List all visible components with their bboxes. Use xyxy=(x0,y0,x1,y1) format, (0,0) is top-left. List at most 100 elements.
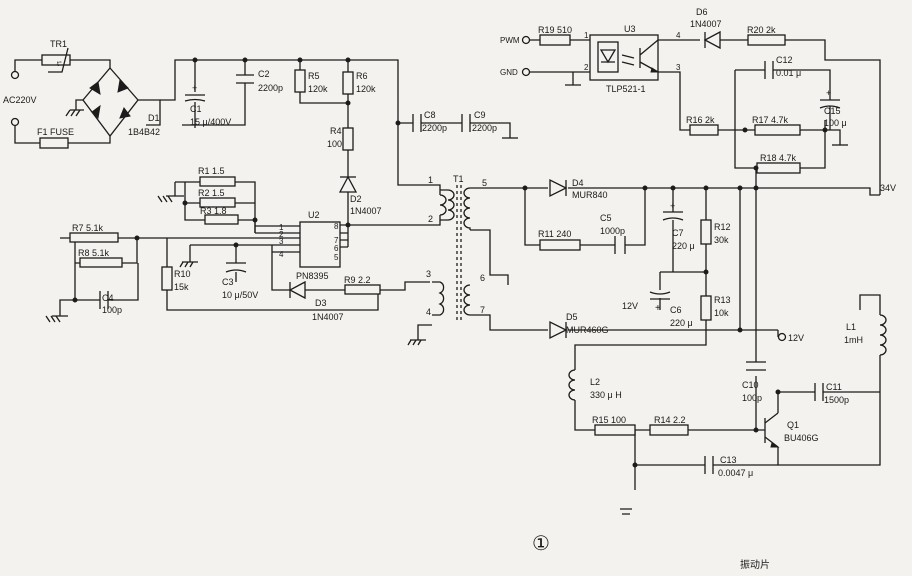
label-r16: R16 2k xyxy=(686,115,715,125)
label-l2-value: 330 μ H xyxy=(590,390,622,400)
ac-terminal-top xyxy=(10,70,20,80)
label-c9: C9 xyxy=(474,110,486,120)
label-c11-value: 1500p xyxy=(824,395,849,405)
label-12v-a: 12V xyxy=(622,301,638,311)
label-r7: R7 5.1k xyxy=(72,223,104,233)
label-q1-value: BU406G xyxy=(784,433,819,443)
resistor-r8 xyxy=(79,257,123,268)
label-c12-value: 0.01 μ xyxy=(776,68,801,78)
label-u3-pin2: 2 xyxy=(584,63,589,72)
label-u2-pin2: 2 xyxy=(279,230,284,239)
label-c1: C1 xyxy=(190,104,202,114)
label-l1-value: 1mH xyxy=(844,335,863,345)
resistor-r13 xyxy=(700,295,712,321)
label-r6-value: 120k xyxy=(356,84,376,94)
label-r3: R3 1.8 xyxy=(200,206,227,216)
label-r10-value: 15k xyxy=(174,282,189,292)
label-u3: U3 xyxy=(624,24,636,34)
resistor-r4 xyxy=(342,127,354,151)
label-r11: R11 240 xyxy=(538,229,571,239)
inductor-l2 xyxy=(568,369,576,401)
label-c4-value: 100p xyxy=(102,305,122,315)
label-d4-value: MUR840 xyxy=(572,190,608,200)
label-r4-value: 100 xyxy=(327,139,342,149)
label-winding-1: 1 xyxy=(428,175,433,185)
label-d6-value: 1N4007 xyxy=(690,19,722,29)
label-c12: C12 xyxy=(776,55,793,65)
label-c8-value: 2200p xyxy=(422,123,447,133)
label-u2-pin8: 8 xyxy=(334,222,339,231)
label-c10: C10 xyxy=(742,380,759,390)
label-d3: D3 xyxy=(315,298,327,308)
transformer-t1 xyxy=(432,185,471,320)
transistor-q1 xyxy=(760,412,780,448)
capacitor-c3 xyxy=(225,262,247,273)
label-r12: R12 xyxy=(714,222,731,232)
thermistor-tr1 xyxy=(41,47,71,73)
label-d4: D4 xyxy=(572,178,584,188)
bridge-rectifier-d1 xyxy=(82,67,139,138)
label-c3-value: 10 μ/50V xyxy=(222,290,258,300)
label-u2: U2 xyxy=(308,210,320,220)
resistor-r10 xyxy=(161,266,173,291)
resistor-r6 xyxy=(342,71,354,95)
ac-terminal-bottom xyxy=(10,117,20,127)
label-34v: 34V xyxy=(880,183,896,193)
resistor-r2 xyxy=(199,197,236,208)
resistor-r3 xyxy=(204,214,239,225)
resistor-r15 xyxy=(594,424,636,436)
label-c5: C5 xyxy=(600,213,612,223)
fuse-f1 xyxy=(39,137,69,149)
label-u3-value: TLP521-1 xyxy=(606,84,646,94)
capacitor-c13 xyxy=(704,456,714,474)
junction-dots xyxy=(72,57,828,468)
label-winding-4: 4 xyxy=(426,307,431,317)
label-winding-5: 5 xyxy=(482,178,487,188)
diode-d6 xyxy=(703,30,721,50)
label-u3-pin1: 1 xyxy=(584,31,589,40)
capacitor-c2 xyxy=(236,74,254,84)
label-tr1-temp: t° xyxy=(57,60,62,68)
resistor-r16 xyxy=(689,124,719,136)
capacitor-c11 xyxy=(814,383,824,401)
pwm-terminal xyxy=(521,35,531,45)
label-c13-value: 0.0047 μ xyxy=(718,468,753,478)
label-r20: R20 2k xyxy=(747,25,776,35)
resistor-r11 xyxy=(539,239,581,251)
label-d6: D6 xyxy=(696,7,708,17)
figure-number: ① xyxy=(532,533,550,555)
label-u2-pin4: 4 xyxy=(279,250,284,259)
label-c10-value: 100p xyxy=(742,393,762,403)
label-winding-3: 3 xyxy=(426,269,431,279)
label-r5: R5 xyxy=(308,71,320,81)
label-c7: C7 xyxy=(672,228,684,238)
label-winding-7: 7 xyxy=(480,305,485,315)
label-c4: C4 xyxy=(102,293,114,303)
label-winding-6: 6 xyxy=(480,273,485,283)
label-c11: C11 xyxy=(826,382,842,392)
label-r10: R10 xyxy=(174,269,191,279)
capacitor-c8 xyxy=(412,114,422,132)
label-d5: D5 xyxy=(566,312,578,322)
label-u2-pin7: 7 xyxy=(334,236,339,245)
label-tr1: TR1 xyxy=(50,39,67,49)
resistor-r9 xyxy=(344,284,381,295)
12v-terminal xyxy=(777,332,787,342)
label-u2-pin1: 1 xyxy=(279,223,284,232)
svg-text:+: + xyxy=(670,201,675,211)
label-r2: R2 1.5 xyxy=(198,188,225,198)
label-pwm: PWM xyxy=(500,36,520,45)
optocoupler-u3 xyxy=(589,34,660,81)
label-d5-value: MUR460G xyxy=(566,325,609,335)
diode-d5 xyxy=(549,320,568,340)
capacitor-c1: + xyxy=(184,83,206,102)
label-ac220v: AC220V xyxy=(3,95,37,105)
label-c3: C3 xyxy=(222,277,234,287)
label-d1: D1 xyxy=(148,113,160,123)
resistor-r20 xyxy=(747,34,786,46)
label-u3-pin4: 4 xyxy=(676,31,681,40)
svg-text:+: + xyxy=(655,303,661,314)
label-winding-2: 2 xyxy=(428,214,433,224)
label-c8: C8 xyxy=(424,110,436,120)
label-c6-value: 220 μ xyxy=(670,318,693,328)
